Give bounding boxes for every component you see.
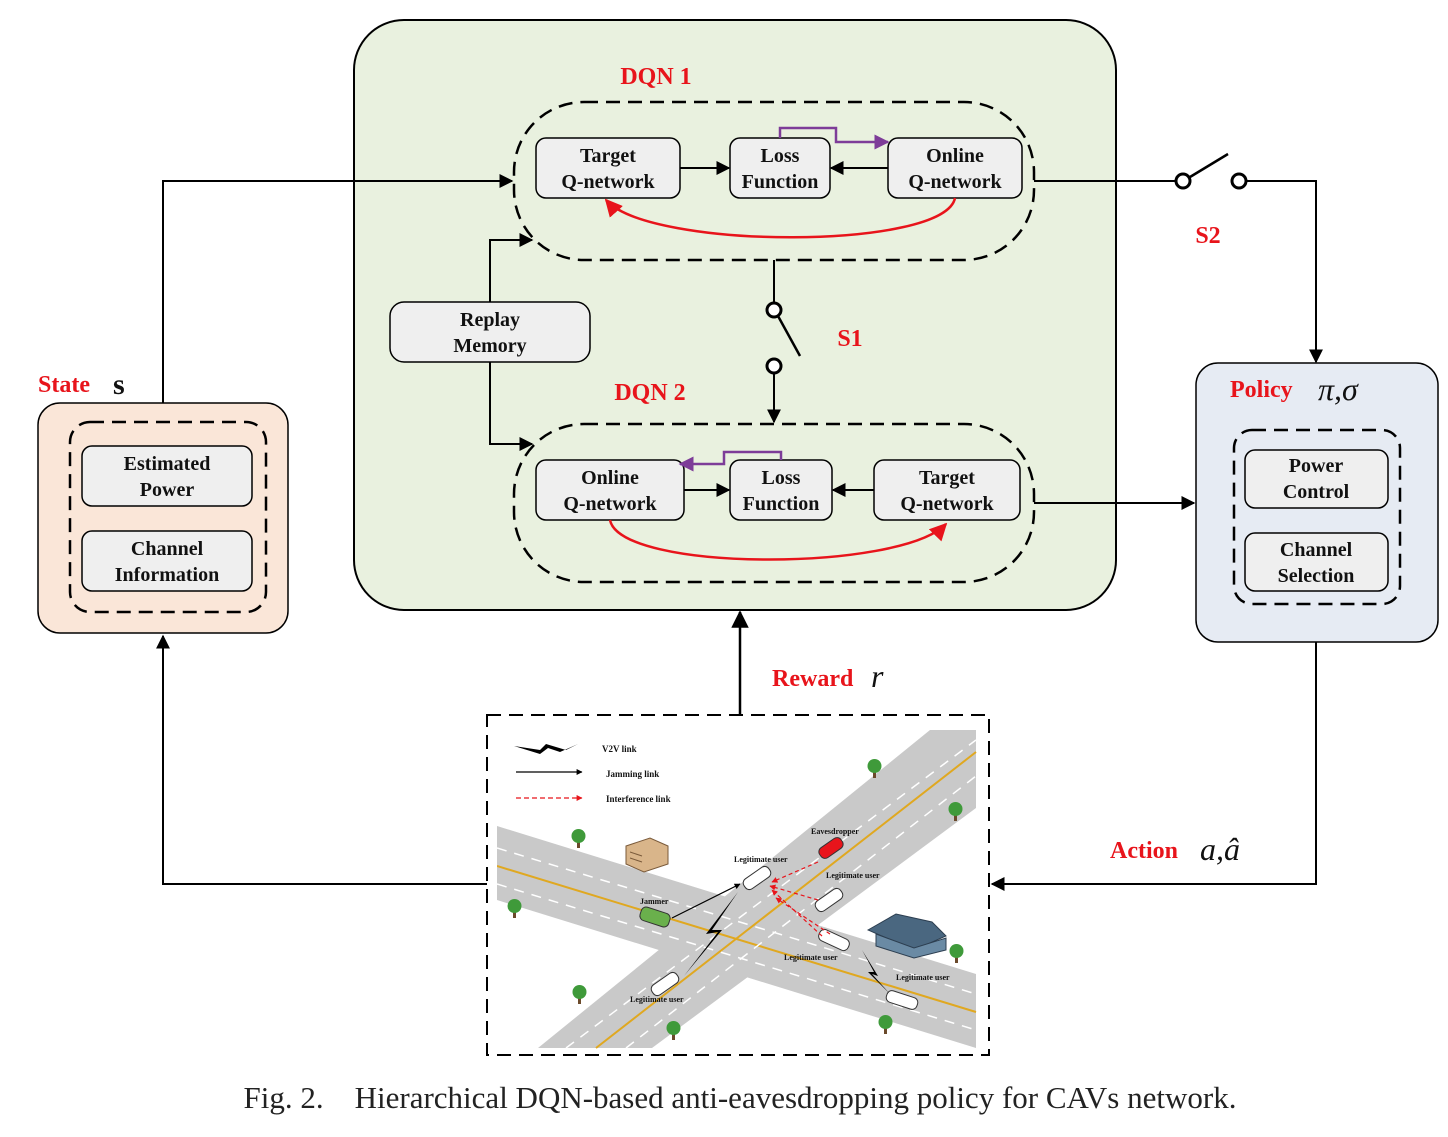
interference-link: [771, 861, 819, 883]
legit-label-4: Legitimate user: [896, 973, 950, 982]
dqn2-online-line1: Online: [581, 467, 639, 489]
state-item-channel-information: Channel Information: [81, 530, 253, 592]
policy-item1-line1: Power: [1289, 455, 1344, 477]
legit-car-icon: [814, 887, 844, 913]
legend-v2v-label: V2V link: [602, 744, 637, 754]
policy-item-power-control: Power Control: [1244, 449, 1389, 509]
environment-scene: Eavesdropper Legitimate user Legitimate …: [486, 714, 990, 1056]
replay-line2: Memory: [453, 335, 526, 357]
jamming-link: [671, 883, 741, 919]
jammer-car-icon: [639, 906, 671, 928]
dqn1-red-curve-arrow: [604, 197, 957, 239]
policy-item2-line1: Channel: [1280, 539, 1353, 561]
reward-symbol: r: [871, 658, 884, 694]
switch-s1: [765, 260, 802, 424]
figure-caption: Fig. 2. Hierarchical DQN-based anti-eave…: [244, 1080, 1237, 1115]
dqn2-purple-arrow: [678, 450, 783, 472]
tree-icon: [878, 1015, 893, 1034]
dqn2-online-node: Online Q-network: [535, 459, 685, 521]
action-symbol: a,â: [1200, 831, 1240, 867]
legend-v2v-icon: [514, 744, 578, 754]
legit-car-icon: [742, 865, 772, 891]
policy-item2-line2: Selection: [1278, 565, 1355, 587]
tree-icon: [867, 759, 882, 778]
legend: V2V link Jamming link Interference link: [514, 744, 671, 804]
policy-item1-line2: Control: [1283, 481, 1350, 503]
state-dashed-group: [68, 420, 268, 614]
replay-to-dqn1-arrow: [489, 233, 534, 302]
dqn1-loss-line1: Loss: [761, 145, 800, 167]
dqn2-title: DQN 2: [614, 380, 685, 406]
building-icon: [625, 837, 669, 873]
dqn1-target-node: Target Q-network: [535, 137, 681, 199]
policy-label: Policy: [1230, 377, 1293, 403]
dqn1-target-line1: Target: [580, 145, 636, 167]
house-icon: [866, 913, 947, 959]
dqn1-online-line2: Q-network: [908, 171, 1002, 193]
tree-icon: [949, 944, 964, 963]
legit-car-icon: [885, 990, 919, 1010]
state-to-dqn1-arrow: [162, 174, 514, 403]
policy-to-environment-arrow: [990, 642, 1317, 891]
policy-symbol: π,σ: [1318, 371, 1359, 407]
legit-label-1: Legitimate user: [734, 855, 788, 864]
road-vertical: [538, 730, 976, 1048]
switch-s2-label: S2: [1195, 223, 1220, 249]
dqn2-loss-node: Loss Function: [729, 459, 833, 521]
tree-icon: [572, 985, 587, 1004]
switch-s2: [1034, 152, 1323, 364]
legit-label-3: Legitimate user: [784, 953, 838, 962]
state-item2-line2: Information: [115, 564, 219, 586]
policy-dashed-group: [1232, 428, 1402, 606]
state-item2-line1: Channel: [131, 538, 204, 560]
dqn2-loss-line1: Loss: [762, 467, 801, 489]
eavesdropper-car-icon: [818, 837, 844, 859]
state-panel: [37, 402, 289, 634]
environment-to-state-arrow: [156, 634, 487, 885]
dqn2-online-line2: Q-network: [563, 493, 657, 515]
switch-s1-label: S1: [837, 326, 862, 352]
dqn2-target-line1: Target: [919, 467, 975, 489]
state-symbol: s: [113, 368, 125, 401]
dqn1-online-node: Online Q-network: [887, 137, 1023, 199]
dqn1-loss-line2: Function: [742, 171, 819, 193]
legit-label-5: Legitimate user: [630, 995, 684, 1004]
state-item1-line1: Estimated: [124, 453, 211, 475]
dqn1-group: [512, 100, 1036, 262]
state-label: State: [38, 372, 90, 398]
dqn1-target-line2: Q-network: [561, 171, 655, 193]
dqn2-target-line2: Q-network: [900, 493, 994, 515]
eavesdropper-label: Eavesdropper: [811, 827, 859, 836]
state-item1-line2: Power: [140, 479, 195, 501]
interference-link: [775, 897, 831, 935]
action-label: Action: [1110, 838, 1178, 864]
dqn2-target-node: Target Q-network: [873, 459, 1021, 521]
replay-line1: Replay: [460, 309, 520, 331]
dqn1-purple-arrow: [778, 126, 890, 150]
interference-link: [769, 884, 819, 901]
dqn2-loss-line2: Function: [743, 493, 820, 515]
tree-icon: [666, 1021, 681, 1040]
legit-car-icon: [650, 971, 680, 997]
reward-label: Reward: [772, 666, 854, 692]
dqn2-red-curve-arrow: [608, 519, 948, 561]
state-item-estimated-power: Estimated Power: [81, 445, 253, 507]
replay-to-dqn2-arrow: [489, 362, 534, 451]
dqn1-title: DQN 1: [620, 64, 691, 90]
tree-icon: [948, 802, 963, 821]
dqn2-group: [512, 422, 1036, 584]
interference-link: [771, 889, 823, 937]
dqn1-online-line1: Online: [926, 145, 984, 167]
tree-icon: [571, 829, 586, 848]
legit-label-2: Legitimate user: [826, 871, 880, 880]
legend-jamming-label: Jamming link: [606, 769, 659, 779]
dqn1-loss-node: Loss Function: [729, 137, 831, 199]
legend-interference-label: Interference link: [606, 794, 671, 804]
jammer-label: Jammer: [640, 897, 669, 906]
replay-memory-node: Replay Memory: [389, 301, 591, 363]
tree-icon: [507, 899, 522, 918]
policy-item-channel-selection: Channel Selection: [1244, 532, 1389, 592]
